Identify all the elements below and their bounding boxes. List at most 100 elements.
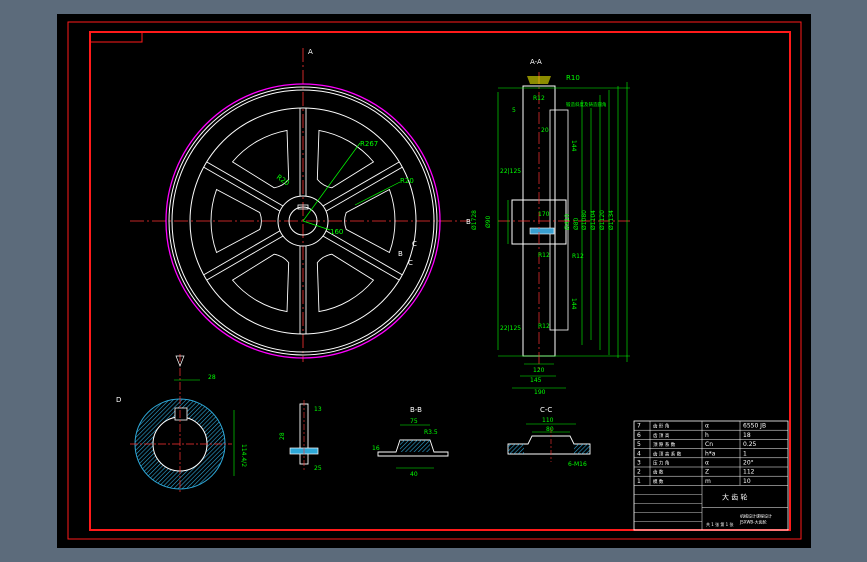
table-cell: 5 [637,441,641,448]
cc-dim-110-label: 110 [542,417,554,424]
rib-dim-28: 28 [279,432,286,440]
lightening-holes [210,129,396,313]
dim-170: 170 [538,211,550,218]
spoke-edge [325,166,403,212]
detail-dim-depth: 114.4/2 [240,444,247,467]
pitch-circle [168,86,438,356]
dim-144-bot: 144 [570,298,577,310]
table-cell: 模 数 [653,478,664,485]
section-aa-view: A-A R10 R12 锻造斜度及铸造圆角 5 20 144 22|125 Ø1… [471,58,630,396]
bb-dim-40: 40 [410,471,418,478]
rib-dim-25: 25 [314,465,322,472]
table-cell: h [705,432,709,439]
table-cell: 3 [637,460,641,467]
table-cell: 2 [637,469,641,476]
section-cc-title: C-C [540,406,552,414]
cc-dim-80-label: 80 [546,426,554,433]
section-bb-view: B-B 75 R3.5 16 40 [372,406,449,478]
table-cell: 齿 形 角 [653,423,669,430]
dim-r12-mid: R12 [538,252,550,259]
dim-1125-top: 22|125 [500,168,521,175]
web-section [549,109,569,331]
dim-190: 190 [534,389,546,396]
section-cc-view: C-C 110 80 6-M16 [507,406,591,468]
table-cell: 顶 隙 系 数 [653,441,676,448]
dim-r12-bot: R12 [538,323,550,330]
dim-phi1104: Ø1104 [590,210,597,230]
spoke-edge [206,161,284,207]
lightening-hole [210,188,262,254]
section-bb-title: B-B [410,406,422,414]
bb-profile [377,439,449,457]
bb-hatch [400,440,430,452]
spoke-edge [322,235,400,281]
bore-circle [288,206,318,236]
cc-hatch-left [508,444,524,454]
section-mark-c-bot: C [408,259,413,267]
dim-r20: R20 [400,177,414,185]
axis-label-right: B [466,218,471,226]
leader-hub [302,220,331,231]
dim-phi80: Ø80 [573,217,580,230]
outer-frame [67,21,802,540]
table-cell: 1 [637,478,641,485]
bb-dim-75: 75 [410,418,418,425]
table-cell: α [705,460,709,467]
spoke-edge [322,161,400,207]
table-cell: 齿 数 [653,469,664,476]
table-cell: Cn [705,441,713,448]
section-mark-c-top: C [412,240,417,248]
table-cell: 112 [743,469,755,476]
table-cell: 压 力 角 [653,460,669,467]
dim-r12-top: R12 [533,95,545,102]
addendum-circle [165,83,441,359]
table-cell: m [705,478,711,485]
hub-circle [277,195,329,247]
detail-d-label: D [116,396,121,404]
keyway-section [529,227,555,235]
keyway [297,204,309,210]
table-cell: 20° [743,460,754,467]
section-arrow-d [175,355,185,367]
dim-hub: 160 [330,228,343,236]
rib-section-view: 13 28 25 [279,400,322,472]
detail-keyway [174,407,188,421]
dim-phi1120: Ø1120 [599,210,606,230]
bb-dim-r35: R3.5 [424,429,438,436]
dim-1728: Ø1728 [471,210,478,230]
table-cell: 7 [637,423,641,430]
table-cell: 齿 顶 高 系 数 [653,450,682,457]
table-cell: 1 [743,450,747,457]
lightening-hole [231,253,290,313]
leader-r267 [302,142,361,222]
note-casting: 锻造斜度及铸造圆角 [566,101,607,108]
detail-dim-28: 28 [208,374,216,381]
dim-144-top: 144 [570,140,577,152]
spoke-edge [325,230,403,276]
table-frame [633,420,789,531]
dim-20: 20 [541,127,549,134]
title-block-text: 共 1 张 第 1 张 [706,521,733,527]
axis-label-top: A [308,48,313,56]
dim-phi1080: Ø1080 [581,210,588,230]
title-block-text: 大 齿 轮 [722,492,747,501]
dim-145: 145 [530,377,542,384]
spoke-edge [206,235,284,281]
section-aa-title: A-A [530,58,542,66]
cc-thread-label: 6-M16 [568,461,587,468]
aa-dimension-lines [497,82,630,389]
bb-dim-16: 16 [372,445,380,452]
table-cell: 6 [637,432,641,439]
table-cell: 齿 顶 高 [653,432,670,439]
dim-phi90: Ø90 [485,215,492,228]
dim-5: 5 [512,107,516,114]
detail-d-view: D 28 114.4/2 [116,354,247,494]
spokes [203,108,403,334]
leader-r20 [354,181,401,206]
lightening-hole [316,129,375,189]
dim-r267: R267 [360,140,378,148]
lightening-hole [344,188,396,254]
table-cell: 18 [743,432,751,439]
table-cell: 0.25 [743,441,757,448]
